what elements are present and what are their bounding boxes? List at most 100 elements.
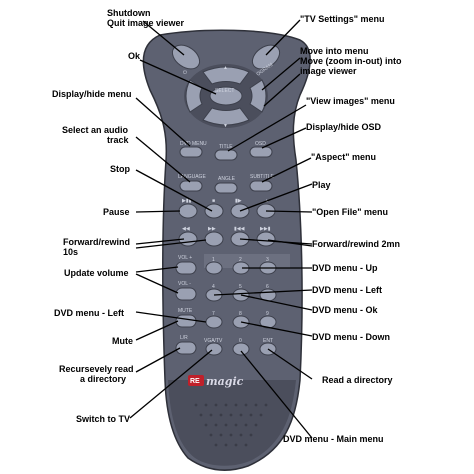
forward-button[interactable] bbox=[204, 231, 224, 247]
osd-button[interactable] bbox=[249, 146, 273, 158]
skip-forward-icon: ▶▶▮ bbox=[260, 226, 271, 232]
speaker-grille bbox=[194, 403, 268, 447]
label-play: Play bbox=[312, 180, 331, 190]
remote-lower-shade bbox=[168, 380, 296, 466]
brand-text: magic bbox=[206, 375, 244, 388]
label-recurse-2: a directory bbox=[80, 374, 126, 384]
key-7-label: 7 bbox=[212, 311, 215, 317]
label-mute: Mute bbox=[112, 336, 133, 346]
vga-tv-label: VGA/TV bbox=[204, 338, 223, 344]
select-button[interactable] bbox=[209, 86, 243, 106]
brand-red-text: RE bbox=[190, 378, 200, 385]
title-label: TITLE bbox=[219, 144, 233, 150]
keypad: 1 2 3 4 5 6 7 8 9 VGA/TV 0 ENT bbox=[204, 257, 277, 356]
language-label: LANGUAGE bbox=[178, 174, 206, 180]
key-7[interactable] bbox=[205, 315, 223, 329]
key-9[interactable] bbox=[259, 315, 277, 329]
dvd-menu-button[interactable] bbox=[179, 146, 203, 158]
dpad-down-button[interactable] bbox=[202, 107, 250, 126]
subtitle-button[interactable] bbox=[249, 180, 273, 192]
label-aspect: "Aspect" menu bbox=[311, 152, 376, 162]
key-2-label: 2 bbox=[239, 257, 242, 263]
pause-button[interactable] bbox=[178, 203, 198, 219]
key-9-label: 9 bbox=[266, 311, 269, 317]
fast-forward-icon: ▶▶ bbox=[208, 226, 216, 232]
dpad: SELECT ▲ ▼ bbox=[184, 64, 268, 129]
brand-red-badge bbox=[188, 375, 204, 386]
label-view-images: "View images" menu bbox=[306, 96, 395, 106]
lr-label: L/R bbox=[180, 335, 188, 341]
label-forward-rewind-2mn: Forward/rewind 2mn bbox=[312, 239, 400, 249]
dpad-left-button[interactable] bbox=[185, 79, 203, 113]
arrow-up-icon: ▲ bbox=[223, 65, 228, 71]
label-volume: Update volume bbox=[64, 268, 129, 278]
callout-labels: Shutdown Quit image viewer "TV Settings"… bbox=[52, 8, 402, 444]
dvd-menu-label: DVD MENU bbox=[180, 141, 207, 147]
step-icon: ▮▶ bbox=[235, 198, 242, 204]
label-dvd-up: DVD menu - Up bbox=[312, 263, 378, 273]
language-row: LANGUAGE ANGLE SUBTITLE bbox=[178, 174, 275, 194]
label-dvd-left: DVD menu - Left bbox=[54, 308, 124, 318]
stop-icon: ■ bbox=[212, 198, 215, 204]
label-audio-2: track bbox=[107, 135, 130, 145]
label-tv-settings: "TV Settings" menu bbox=[300, 14, 385, 24]
subtitle-label: SUBTITLE bbox=[250, 174, 275, 180]
angle-button[interactable] bbox=[214, 182, 238, 194]
key-1[interactable] bbox=[205, 261, 223, 275]
next-chapter-button[interactable] bbox=[256, 231, 276, 247]
select-label: SELECT bbox=[215, 88, 234, 94]
label-stop: Stop bbox=[110, 164, 130, 174]
pause-icon: ▶▮▮ bbox=[182, 198, 192, 204]
label-pause: Pause bbox=[103, 207, 130, 217]
skip-back-icon: ▮◀◀ bbox=[234, 226, 245, 232]
label-dvd-down: DVD menu - Down bbox=[312, 332, 390, 342]
label-dvd-main: DVD menu - Main menu bbox=[283, 434, 384, 444]
stop-button[interactable] bbox=[204, 203, 224, 219]
language-button[interactable] bbox=[179, 180, 203, 192]
label-quit-viewer: Quit image viewer bbox=[107, 18, 185, 28]
arrow-down-icon: ▼ bbox=[223, 123, 228, 129]
osd-label: OSD bbox=[255, 141, 266, 147]
key-8-label: 8 bbox=[239, 311, 242, 317]
dpad-right-button[interactable] bbox=[249, 79, 267, 113]
label-move-menu: Move into menu bbox=[300, 46, 369, 56]
angle-label: ANGLE bbox=[218, 176, 236, 182]
key-1-label: 1 bbox=[212, 257, 215, 263]
menu-row: DVD MENU TITLE OSD bbox=[179, 141, 273, 161]
ent-label: ENT bbox=[263, 338, 273, 344]
mute-button[interactable] bbox=[175, 314, 197, 328]
label-shutdown: Shutdown bbox=[107, 8, 151, 18]
key-0[interactable] bbox=[232, 342, 250, 356]
label-dvd-ok: DVD menu - Ok bbox=[312, 305, 379, 315]
label-ok: Ok bbox=[128, 51, 141, 61]
label-forward-rewind-2: 10s bbox=[63, 247, 78, 257]
vol-up-label: VOL + bbox=[178, 255, 192, 261]
key-6-label: 6 bbox=[266, 284, 269, 290]
label-switch-tv: Switch to TV bbox=[76, 414, 130, 424]
vol-down-button[interactable] bbox=[175, 287, 197, 301]
side-buttons: VOL + VOL - MUTE L/R bbox=[175, 255, 197, 355]
lr-button[interactable] bbox=[175, 341, 197, 355]
title-button[interactable] bbox=[214, 149, 238, 161]
key-0-label: 0 bbox=[239, 338, 242, 344]
label-forward-rewind-1: Forward/rewind bbox=[63, 237, 130, 247]
label-open-file: "Open File" menu bbox=[312, 207, 388, 217]
label-audio-1: Select an audio bbox=[62, 125, 129, 135]
power-icon: ⏻ bbox=[183, 70, 187, 76]
dpad-up-button[interactable] bbox=[202, 66, 250, 85]
mute-label: MUTE bbox=[178, 308, 193, 314]
label-recurse-1: Recursevely read bbox=[59, 364, 134, 374]
brand-logo: RE magic bbox=[188, 375, 244, 388]
key-3-label: 3 bbox=[266, 257, 269, 263]
label-osd: Display/hide OSD bbox=[306, 122, 382, 132]
label-display-menu: Display/hide menu bbox=[52, 89, 132, 99]
vol-up-button[interactable] bbox=[175, 261, 197, 275]
label-dvd-left-right-side: DVD menu - Left bbox=[312, 285, 382, 295]
vol-down-label: VOL - bbox=[178, 281, 191, 287]
label-move-zoom: Move (zoom in-out) into bbox=[300, 56, 402, 66]
label-read-directory: Read a directory bbox=[322, 375, 393, 385]
rewind-icon: ◀◀ bbox=[182, 226, 190, 232]
key-4-label: 4 bbox=[212, 284, 215, 290]
